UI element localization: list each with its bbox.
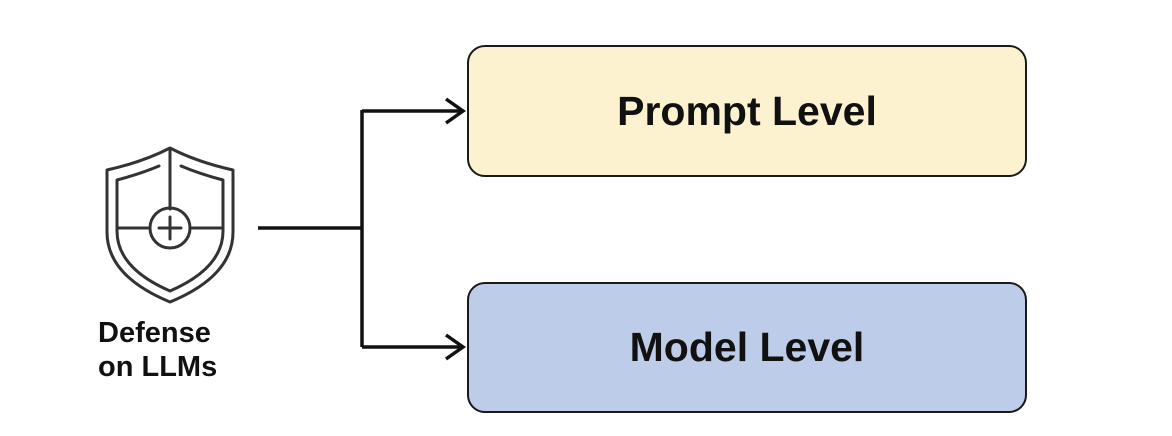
- arrowhead-model: [444, 333, 467, 361]
- shield-plus-icon: [105, 146, 235, 304]
- arrowhead-prompt: [444, 97, 467, 125]
- connector-lines: [258, 97, 467, 361]
- model-level-box: Model Level: [467, 282, 1027, 413]
- root-label-line2: on LLMs: [98, 351, 218, 383]
- prompt-level-label: Prompt Level: [617, 87, 877, 134]
- model-level-label: Model Level: [629, 324, 865, 370]
- prompt-level-box: Prompt Level: [467, 45, 1027, 177]
- root-label-line1: Defense: [98, 317, 211, 349]
- root-label: Defense on LLMs: [86, 316, 268, 384]
